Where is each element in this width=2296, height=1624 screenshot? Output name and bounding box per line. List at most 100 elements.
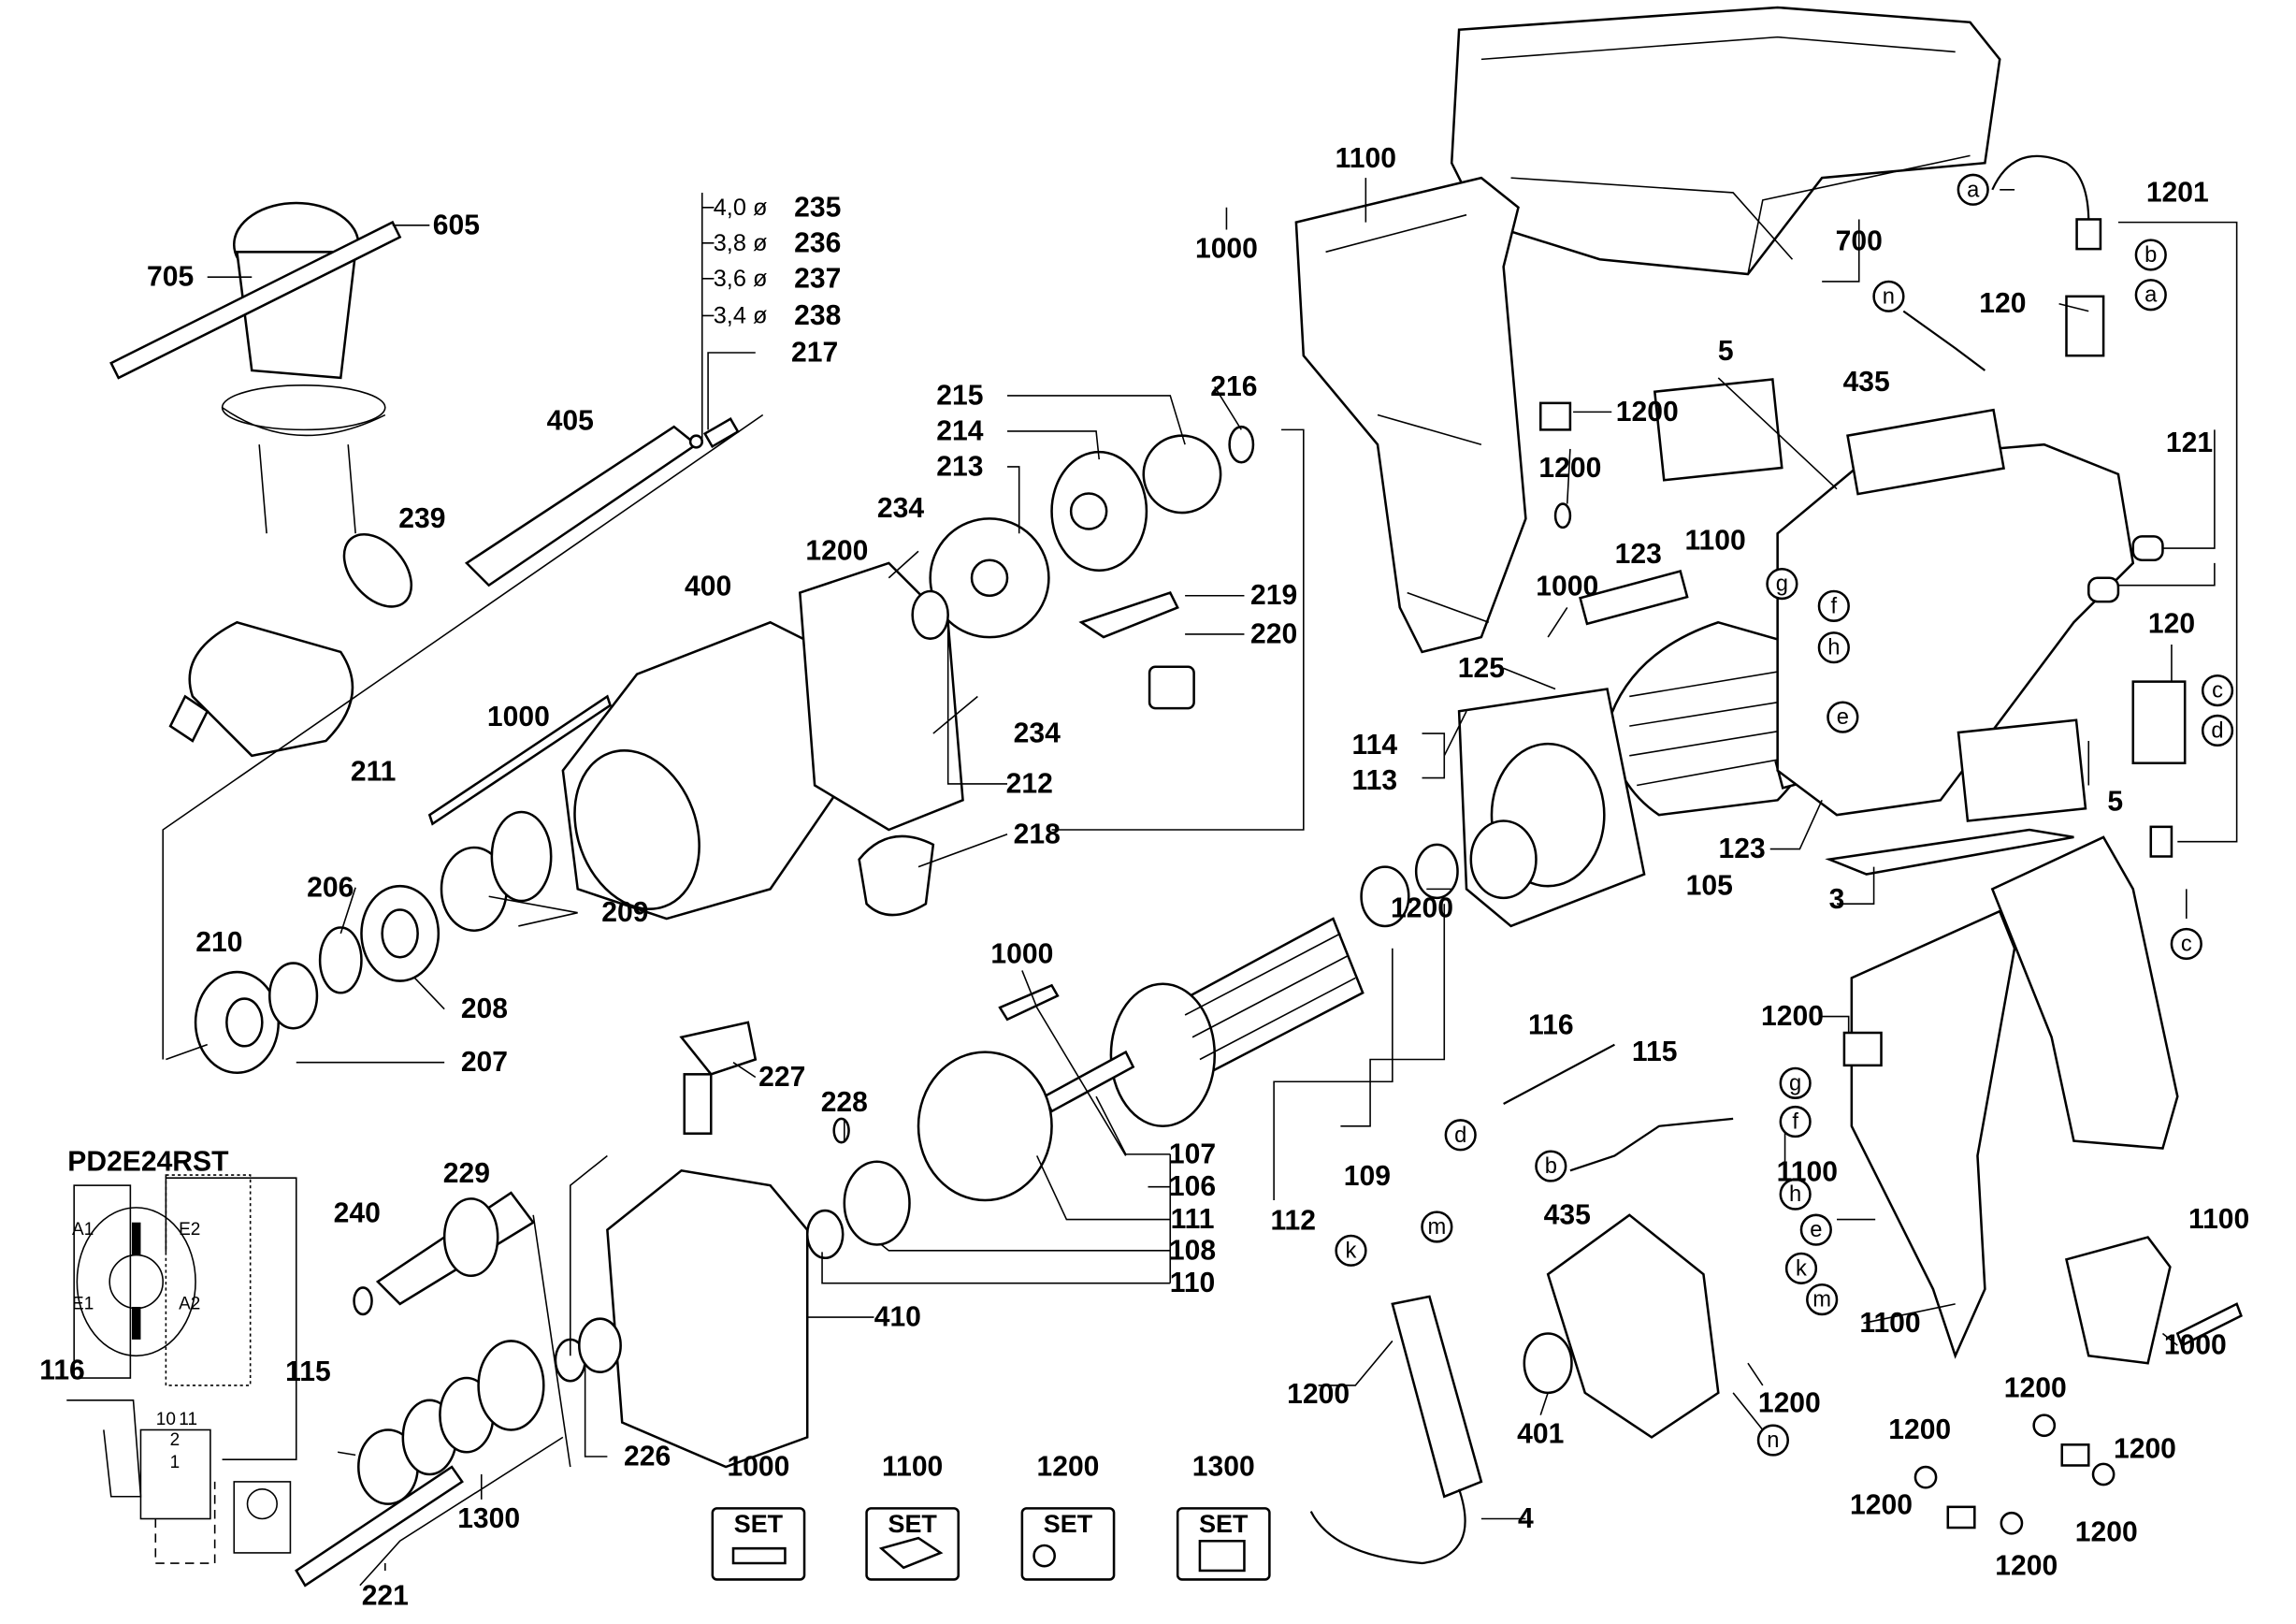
part-number-label: 1000 bbox=[487, 702, 550, 732]
part-number-label: 220 bbox=[1250, 618, 1297, 649]
connection-letter: f bbox=[1792, 1109, 1798, 1135]
set-label: SET bbox=[734, 1510, 784, 1538]
set-label: SET bbox=[1199, 1510, 1249, 1538]
part-number-label: 229 bbox=[443, 1158, 490, 1189]
part-number-label: 1300 bbox=[457, 1503, 520, 1534]
leader-lines bbox=[162, 178, 2238, 1587]
wiring-terminal: E1 bbox=[72, 1294, 94, 1313]
wiring-terminal: A2 bbox=[179, 1294, 200, 1313]
connection-letter: b bbox=[1545, 1153, 1557, 1179]
part-number-label: 208 bbox=[461, 993, 508, 1024]
part-number-label: 1200 bbox=[2075, 1516, 2138, 1547]
letter-circle bbox=[2201, 674, 2234, 707]
part-number-label: 1100 bbox=[2188, 1204, 2249, 1235]
part-number-label: 236 bbox=[794, 227, 841, 258]
part-number-label: 240 bbox=[334, 1198, 381, 1229]
set-number: 1200 bbox=[1037, 1452, 1100, 1483]
part-number-label: 1201 bbox=[2146, 177, 2209, 208]
part-number-label: 435 bbox=[1843, 367, 1890, 398]
drill-bit-size: 4,0 ø bbox=[714, 195, 768, 221]
side-handle bbox=[109, 201, 402, 534]
part-number-label: 405 bbox=[547, 405, 594, 436]
connection-letter: k bbox=[1796, 1255, 1807, 1281]
drill-bit-size: 3,6 ø bbox=[714, 266, 768, 292]
cord-guard bbox=[1391, 1295, 1483, 1499]
gear-shaft-icon bbox=[1198, 1539, 1246, 1573]
wiring-terminal: E2 bbox=[179, 1220, 200, 1240]
connection-letter: m bbox=[1812, 1287, 1831, 1312]
part-number-label: 226 bbox=[624, 1441, 671, 1472]
wiring-terminal: A1 bbox=[72, 1220, 94, 1240]
part-number-label: 1200 bbox=[1995, 1551, 2058, 1582]
part-number-label: 107 bbox=[1169, 1138, 1216, 1169]
connection-letter: g bbox=[1789, 1070, 1801, 1095]
letter-circle bbox=[1872, 280, 1905, 312]
part-number-label: 237 bbox=[794, 263, 841, 294]
part-number-label: 207 bbox=[461, 1047, 508, 1078]
part-number-label: 114 bbox=[1352, 730, 1398, 761]
part-number-label: 5 bbox=[2107, 786, 2123, 817]
letter-circle bbox=[1806, 1283, 1839, 1316]
letter-circle bbox=[1827, 701, 1859, 733]
letter-circle bbox=[1766, 567, 1798, 601]
model-name: PD2E24RST bbox=[67, 1146, 229, 1177]
part-number-label: 401 bbox=[1517, 1419, 1564, 1450]
part-number-label: 5 bbox=[1718, 336, 1734, 367]
part-number-label: 1200 bbox=[2004, 1373, 2067, 1404]
letter-circle bbox=[1817, 631, 1850, 664]
switch-pin: 10 bbox=[156, 1410, 176, 1429]
part-number-label: 1200 bbox=[1888, 1414, 1951, 1445]
armature bbox=[1042, 917, 1365, 1128]
handle-shell-left bbox=[1990, 835, 2179, 1150]
part-number-label: 3 bbox=[1829, 884, 1845, 915]
part-number-label: 110 bbox=[1170, 1268, 1216, 1298]
part-number-label: 1200 bbox=[1761, 1001, 1824, 1032]
part-number-label: 435 bbox=[1544, 1199, 1591, 1230]
letter-circle bbox=[1799, 1213, 1832, 1246]
handle-shell-right bbox=[1850, 909, 2016, 1359]
connection-letter: a bbox=[1967, 177, 1980, 202]
part-number-label: 1100 bbox=[1684, 526, 1745, 557]
washer-screw-icon bbox=[1032, 1544, 1056, 1568]
part-number-label: 1000 bbox=[990, 939, 1053, 970]
part-number-label: 214 bbox=[936, 415, 983, 446]
connection-letter: h bbox=[1827, 635, 1840, 660]
part-number-label: 217 bbox=[791, 337, 838, 368]
handle-cover bbox=[2064, 1236, 2172, 1365]
letter-circle bbox=[2134, 239, 2167, 271]
part-number-label: 106 bbox=[1169, 1171, 1216, 1202]
switch-pin: 11 bbox=[179, 1410, 197, 1429]
part-number-label: 209 bbox=[601, 897, 648, 928]
letter-circle bbox=[1817, 589, 1850, 622]
part-number-label: 210 bbox=[195, 927, 242, 958]
part-number-label: 116 bbox=[1528, 1010, 1574, 1041]
switch bbox=[1546, 1213, 1720, 1439]
connection-letter: c bbox=[2181, 931, 2192, 956]
part-number-label: 123 bbox=[1719, 834, 1766, 864]
part-number-label: 1200 bbox=[1758, 1387, 1821, 1418]
connection-letter: k bbox=[1346, 1238, 1357, 1263]
part-number-label: 212 bbox=[1006, 768, 1053, 799]
letter-circle bbox=[1957, 173, 1989, 206]
part-number-label: 4 bbox=[1518, 1503, 1534, 1534]
part-number-label: 228 bbox=[821, 1087, 868, 1118]
part-number-label: 705 bbox=[147, 262, 194, 293]
part-number-label: 121 bbox=[2166, 428, 2213, 458]
connection-letter: a bbox=[2144, 283, 2158, 308]
connection-letter: d bbox=[1454, 1123, 1466, 1148]
part-number-label: 112 bbox=[1270, 1206, 1316, 1237]
set-number: 1100 bbox=[882, 1452, 943, 1483]
part-number-label: 400 bbox=[685, 572, 731, 602]
connection-letter: b bbox=[2144, 242, 2157, 268]
connection-letter: d bbox=[2211, 718, 2223, 743]
housing-shells-icon bbox=[878, 1536, 944, 1570]
part-number-label: 1200 bbox=[1287, 1379, 1350, 1410]
letter-circle bbox=[1779, 1105, 1812, 1138]
part-number-label: 1000 bbox=[2164, 1330, 2227, 1361]
part-number-label: 227 bbox=[758, 1062, 805, 1093]
letter-circle bbox=[2134, 279, 2167, 312]
intermediate-flange bbox=[606, 1168, 809, 1469]
part-number-label: 113 bbox=[1352, 765, 1398, 796]
part-number-label: 115 bbox=[1632, 1037, 1678, 1067]
